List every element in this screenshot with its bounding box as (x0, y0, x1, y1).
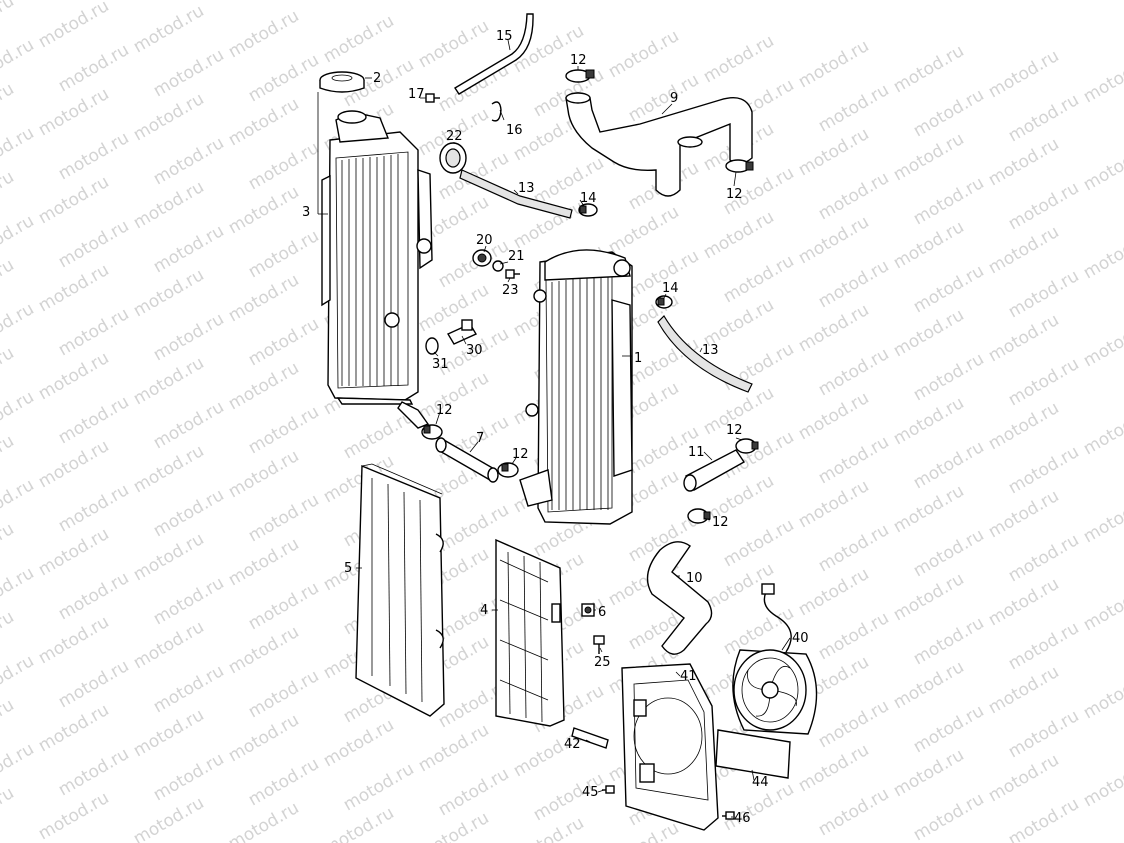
callout-21: 21 (508, 249, 525, 264)
hose-13-lower (657, 315, 753, 393)
clamp-12-top (565, 69, 595, 83)
washer-21 (492, 260, 504, 272)
hose-10 (646, 541, 713, 655)
callout-12-b: 12 (512, 447, 529, 462)
pin-42 (571, 727, 609, 749)
callout-12-right: 12 (726, 187, 743, 202)
callout-12-top: 12 (570, 53, 587, 68)
callout-20: 20 (476, 233, 493, 248)
screw-45 (602, 785, 615, 794)
callout-46: 46 (734, 811, 751, 826)
oring-31 (425, 337, 439, 355)
callout-13-upper: 13 (518, 181, 535, 196)
callout-12-c: 12 (726, 423, 743, 438)
screw-46 (722, 811, 735, 820)
callout-7: 7 (476, 431, 484, 446)
shroud-5 (355, 463, 445, 717)
radiator-left (321, 110, 433, 429)
callout-31: 31 (432, 357, 449, 372)
callout-12-d: 12 (712, 515, 729, 530)
callout-14-upper: 14 (580, 191, 597, 206)
callout-4: 4 (480, 603, 488, 618)
hose-15 (454, 13, 534, 95)
callout-16: 16 (506, 123, 523, 138)
callout-6: 6 (598, 605, 606, 620)
callout-10: 10 (686, 571, 703, 586)
callout-9: 9 (670, 91, 678, 106)
cover-44 (715, 729, 791, 779)
screw-25 (593, 635, 605, 654)
bolt-17 (425, 93, 440, 103)
callout-30: 30 (466, 343, 483, 358)
hose-7 (435, 437, 499, 483)
clamp-12-b (497, 462, 519, 478)
hose-9 (565, 92, 753, 197)
callout-40: 40 (792, 631, 809, 646)
fan-40 (732, 583, 818, 735)
callout-13-lower: 13 (702, 343, 719, 358)
clamp-12-c (735, 438, 759, 454)
clamp-14-upper (578, 203, 598, 217)
callout-23: 23 (502, 283, 519, 298)
clip-16 (491, 101, 502, 122)
callout-45: 45 (582, 785, 599, 800)
radiator-cap (319, 71, 365, 93)
callout-15: 15 (496, 29, 513, 44)
clamp-14-lower (655, 295, 673, 309)
callout-44: 44 (752, 775, 769, 790)
nut-6 (581, 603, 595, 617)
callout-2: 2 (373, 71, 381, 86)
callout-5: 5 (344, 561, 352, 576)
callout-12-a: 12 (436, 403, 453, 418)
callout-41: 41 (680, 669, 697, 684)
clamp-12-d (687, 508, 711, 524)
oring-22 (439, 142, 467, 174)
clamp-12-right (725, 159, 754, 173)
callout-14-lower: 14 (662, 281, 679, 296)
fan-bracket-41 (621, 663, 719, 831)
callout-25: 25 (594, 655, 611, 670)
hose-13-upper (459, 169, 573, 219)
screw-23 (505, 269, 520, 279)
leader-lines (356, 39, 791, 818)
callout-labels: 2 3 15 16 17 22 13 14 12 9 12 20 21 23 3… (302, 29, 809, 826)
callout-3: 3 (302, 205, 310, 220)
callout-1: 1 (634, 351, 642, 366)
callout-11: 11 (688, 445, 705, 460)
hose-11 (683, 449, 746, 492)
shroud-4 (495, 538, 565, 727)
washer-20 (472, 249, 492, 267)
radiator-right (519, 249, 633, 525)
callout-22: 22 (446, 129, 463, 144)
callout-42: 42 (564, 737, 581, 752)
clamp-12-a (421, 424, 443, 440)
callout-17: 17 (408, 87, 425, 102)
sensor-30 (446, 319, 478, 345)
